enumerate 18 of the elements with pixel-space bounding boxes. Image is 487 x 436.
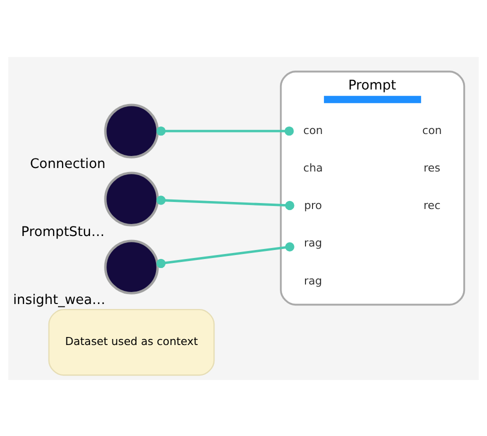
node-text: cha — [303, 160, 323, 174]
node-text: con — [303, 123, 323, 136]
node-text: rag — [304, 274, 322, 287]
node-box: Dataset used as context — [48, 308, 215, 376]
node-circle — [104, 103, 159, 158]
node-circle — [104, 171, 159, 226]
node-circle — [104, 239, 159, 294]
node-text: res — [424, 160, 440, 174]
connector — [156, 126, 294, 136]
node-text: rag — [304, 236, 322, 250]
node-label: PromptStu… — [21, 224, 105, 240]
connector — [156, 242, 294, 268]
node-text: pro — [304, 198, 322, 212]
node-label: insight_wea… — [13, 292, 106, 308]
node-label: Connection — [30, 156, 106, 172]
node-text: con — [422, 123, 442, 136]
node-text: rec — [424, 198, 440, 212]
connector — [156, 195, 294, 210]
